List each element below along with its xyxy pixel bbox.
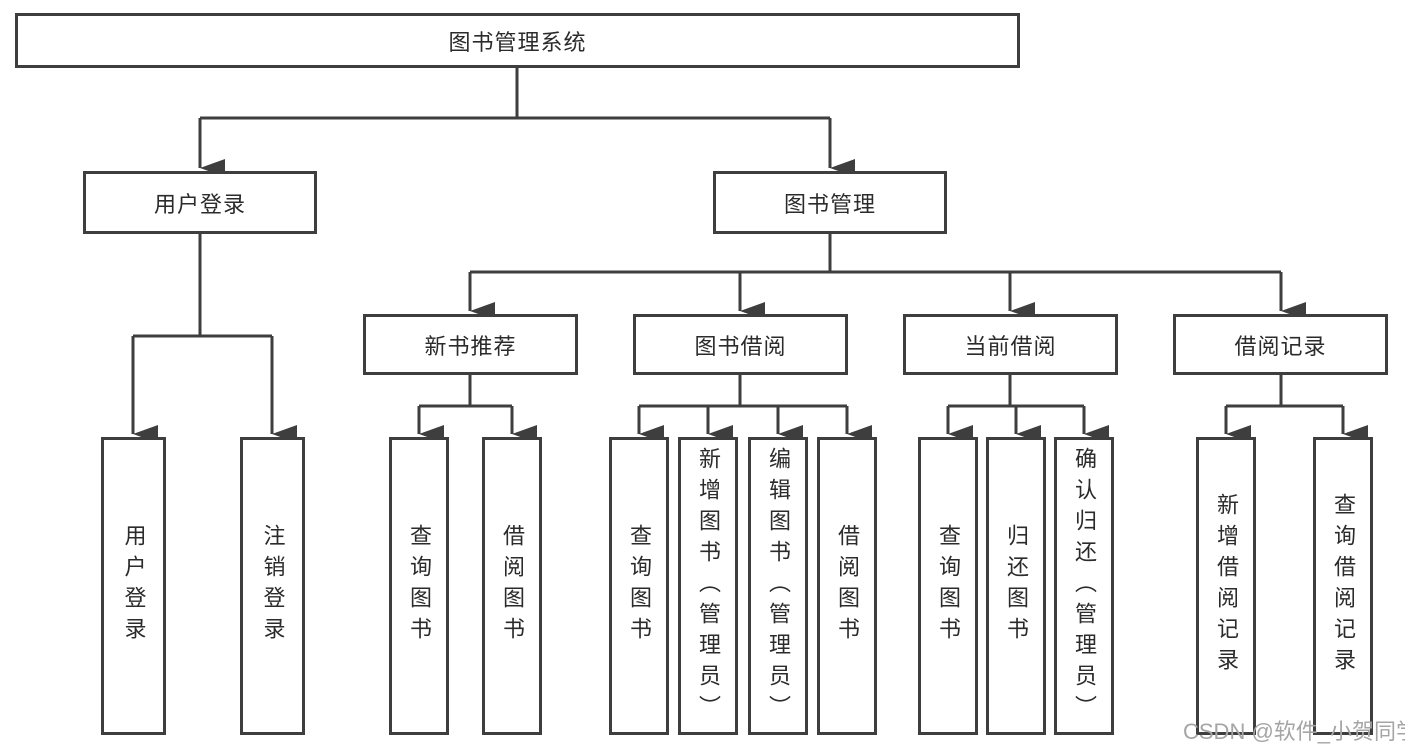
leaf-label: 查询图书: [936, 524, 961, 648]
leaf-logout: 注销登录: [240, 437, 305, 735]
leaf-label: 编辑图书（管理员）: [766, 446, 791, 726]
leaf-label: 查询图书: [627, 524, 652, 648]
leaf-current-query: 查询图书: [918, 437, 978, 735]
leaf-borrow-edit-admin: 编辑图书（管理员）: [748, 437, 808, 735]
node-library-system: 图书管理系统: [15, 13, 1020, 68]
leaf-label: 确认归还（管理员）: [1072, 446, 1097, 726]
leaf-label: 查询借阅记录: [1331, 493, 1356, 679]
leaf-borrow-query: 查询图书: [609, 437, 669, 735]
leaf-current-return: 归还图书: [986, 437, 1046, 735]
leaf-record-add: 新增借阅记录: [1196, 437, 1256, 735]
leaf-label: 借阅图书: [835, 524, 860, 648]
node-book-management: 图书管理: [713, 171, 947, 234]
leaf-label: 归还图书: [1004, 524, 1029, 648]
leaf-label: 借阅图书: [500, 524, 525, 648]
leaf-label: 新增图书（管理员）: [696, 446, 721, 726]
node-current-borrow: 当前借阅: [903, 314, 1118, 375]
leaf-borrow-add-admin: 新增图书（管理员）: [678, 437, 738, 735]
leaf-newbook-query: 查询图书: [389, 437, 449, 735]
leaf-borrow-borrow: 借阅图书: [817, 437, 877, 735]
leaf-newbook-borrow: 借阅图书: [482, 437, 542, 735]
leaf-label: 用户登录: [121, 524, 147, 648]
node-borrow-records: 借阅记录: [1173, 314, 1388, 375]
node-user-login: 用户登录: [83, 171, 317, 234]
leaf-label: 注销登录: [260, 524, 286, 648]
node-new-book-recommend: 新书推荐: [363, 314, 578, 375]
leaf-label: 查询图书: [407, 524, 432, 648]
leaf-label: 新增借阅记录: [1214, 493, 1239, 679]
node-book-borrow: 图书借阅: [633, 314, 848, 375]
leaf-record-query: 查询借阅记录: [1313, 437, 1373, 735]
leaf-user-login: 用户登录: [101, 437, 166, 735]
csdn-watermark: CSDN @软件_小贺同学: [1183, 719, 1405, 744]
leaf-current-confirm-admin: 确认归还（管理员）: [1054, 437, 1114, 735]
